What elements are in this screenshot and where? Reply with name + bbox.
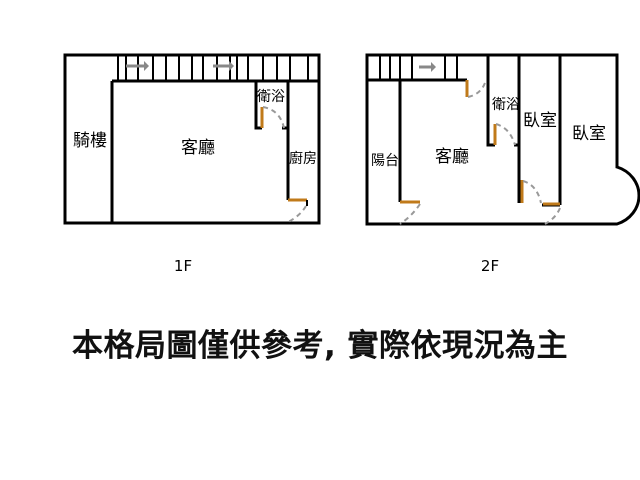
room-label: 客廳 — [435, 147, 469, 167]
door-swing — [495, 123, 516, 146]
staircase-1f — [117, 55, 309, 81]
door-swing — [399, 203, 421, 225]
staircase-2f — [379, 55, 458, 80]
door-swing — [467, 79, 487, 98]
floor-plan-1f: 騎樓 客廳 衛浴 廚房 1F — [63, 53, 321, 275]
room-label: 衛浴 — [257, 89, 285, 105]
room-label: 騎樓 — [73, 131, 107, 151]
arrow-icon — [213, 61, 234, 71]
arrow-icon — [126, 61, 149, 71]
floor-label-2f: 2F — [481, 257, 499, 275]
door-swing — [262, 106, 285, 129]
outer-wall-2f — [365, 53, 640, 226]
door-swing — [544, 207, 561, 225]
floor-plan-2f: 陽台 客廳 衛浴 臥室 臥室 2F — [365, 53, 640, 275]
arrow-icon — [419, 62, 436, 72]
bathroom-wall — [486, 56, 495, 147]
room-label: 臥室 — [572, 124, 606, 144]
room-label: 陽台 — [371, 153, 399, 169]
floor-label-1f: 1F — [174, 257, 192, 275]
room-label: 廚房 — [289, 150, 317, 167]
room-label: 客廳 — [181, 138, 215, 158]
room-label: 衛浴 — [492, 97, 520, 113]
bathroom-wall — [254, 81, 262, 130]
door-swing — [522, 180, 542, 204]
disclaimer-text: 本格局圖僅供參考, 實際依現況為主 — [71, 328, 569, 364]
door-swing — [287, 205, 307, 223]
room-label: 臥室 — [523, 111, 557, 131]
